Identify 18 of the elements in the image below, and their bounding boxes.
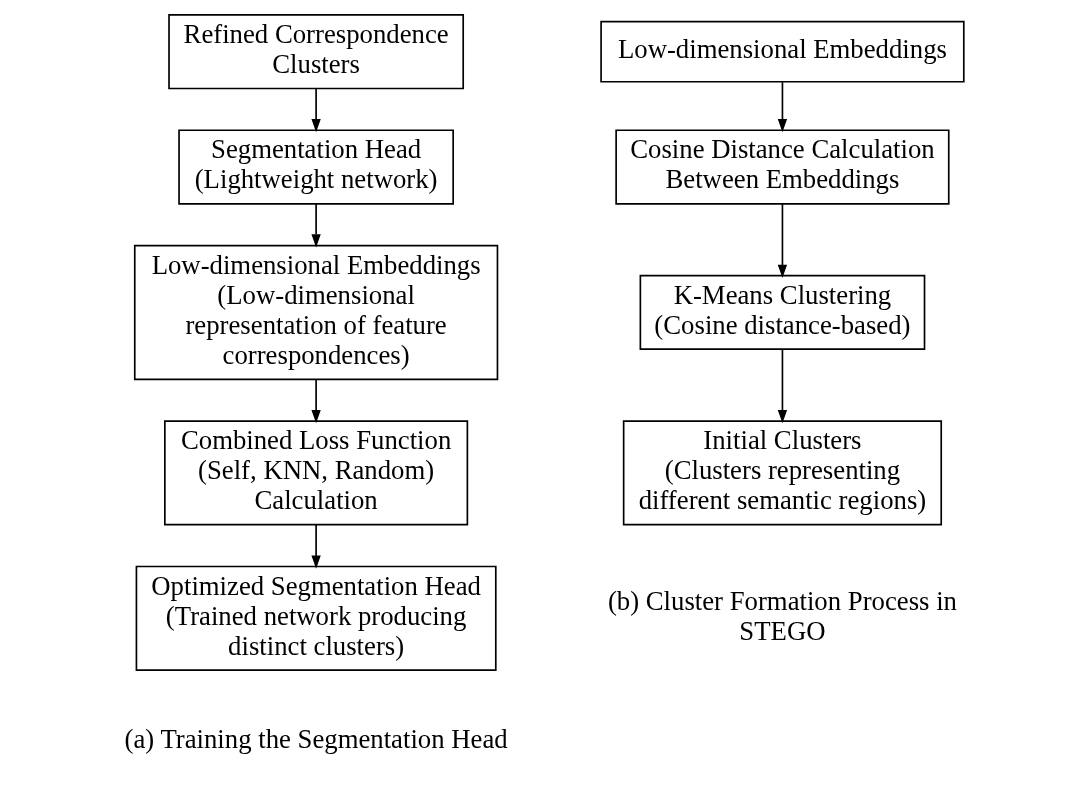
node-box: Low-dimensional Embeddings (Low-dimensional representation of feature correspondences) [133, 244, 499, 381]
node-box: Low-dimensional Embeddings [600, 20, 965, 83]
node-box: K-Means Clustering (Cosine distance-based) [639, 274, 926, 351]
arrow [311, 87, 321, 133]
node-box: Optimized Segmentation Head (Trained network producing distinct clusters) [135, 565, 497, 671]
arrow [777, 348, 788, 424]
arrow [777, 81, 788, 133]
node-box: Segmentation Head (Lightweight network) [178, 129, 454, 205]
arrow [311, 378, 321, 424]
label: (b) Cluster Formation Process in STEGO [607, 585, 957, 646]
node-box: Initial Clusters (Clusters representing different semantic regions) [622, 420, 943, 526]
label: (a) Training the Segmentation Head [124, 724, 508, 755]
arrow [777, 202, 788, 279]
node-box: Refined Correspondence Clusters [168, 14, 465, 90]
node-box: Cosine Distance Calculation Between Embeddings [615, 129, 950, 205]
node-box: Combined Loss Function (Self, KNN, Random) Calculation [164, 420, 469, 526]
arrow [311, 524, 321, 569]
arrow [311, 202, 321, 248]
